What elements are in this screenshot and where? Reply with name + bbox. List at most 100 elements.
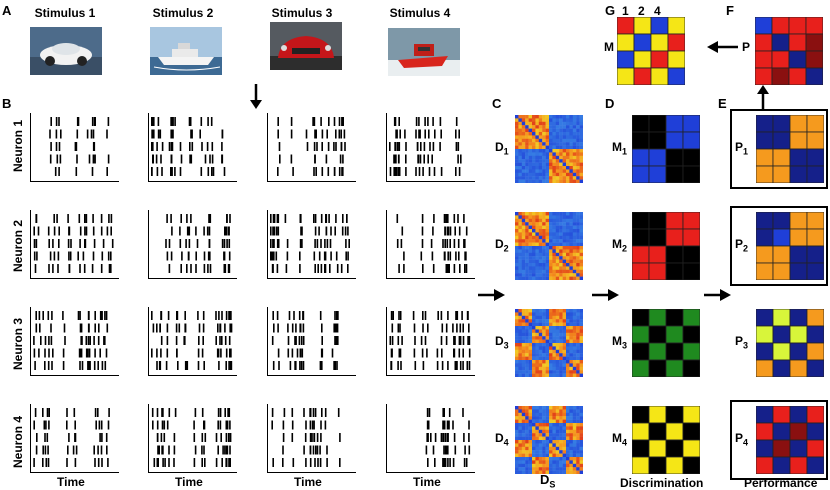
heatmap-cell (576, 155, 580, 160)
spike-mark (443, 408, 445, 417)
heatmap-cell (521, 406, 526, 410)
spike-mark (52, 239, 54, 248)
heatmap-cell (538, 356, 543, 361)
spike-mark (193, 420, 195, 430)
matrix-cell (755, 17, 773, 35)
heatmap-cell (545, 212, 550, 216)
heatmap-cell (528, 412, 533, 417)
heatmap-cell (518, 246, 522, 250)
raster-plot (33, 311, 109, 370)
heatmap-cell (579, 450, 583, 454)
heatmap-cell (566, 343, 570, 347)
spike-mark (37, 226, 40, 236)
spike-mark (108, 264, 111, 273)
heatmap-cell (552, 322, 556, 327)
heatmap-cell (562, 121, 567, 126)
spike-mark (194, 408, 197, 417)
heatmap-cell (538, 172, 543, 177)
spike-mark (229, 214, 231, 223)
heatmap-cell (532, 460, 536, 464)
spike-mark (228, 251, 231, 261)
heatmap-cell (525, 453, 529, 458)
matrix-cell (755, 50, 773, 69)
spike-mark (321, 323, 323, 333)
heatmap-cell (559, 128, 563, 133)
heatmap-cell (549, 360, 553, 364)
spike-mark (51, 311, 53, 320)
spike-mark (326, 129, 328, 139)
heatmap-cell (562, 115, 567, 119)
spike-mark (313, 214, 315, 223)
heatmap-cell (549, 419, 553, 424)
heatmap-cell (545, 443, 550, 447)
spike-mark (45, 420, 47, 430)
heatmap-cell (532, 121, 536, 126)
spike-mark (156, 458, 159, 467)
heatmap-cell (559, 336, 563, 340)
heatmap-cell (555, 179, 560, 183)
spike-mark (47, 361, 50, 370)
spike-mark (200, 117, 203, 126)
heatmap-cell (576, 118, 580, 122)
heatmap-cell (538, 446, 543, 451)
g-header-4: 4 (654, 4, 661, 18)
heatmap-cell (535, 433, 539, 437)
heatmap-cell (579, 239, 583, 243)
heatmap-cell (538, 145, 543, 150)
heatmap-cell (579, 172, 583, 177)
heatmap-cell (576, 259, 580, 264)
heatmap-cell (545, 349, 550, 354)
spike-mark (272, 311, 274, 320)
heatmap-cell (515, 353, 519, 357)
spike-mark (46, 408, 49, 417)
heatmap-cell (579, 406, 583, 410)
heatmap-cell (566, 266, 570, 270)
spike-mark (433, 167, 436, 176)
spike-mark (468, 348, 471, 358)
heatmap-cell (545, 429, 550, 434)
heatmap-cell (559, 332, 563, 337)
spike-mark (424, 129, 426, 139)
spike-mark (422, 167, 424, 176)
heatmap-cell (515, 239, 519, 243)
heatmap-cell (569, 366, 573, 371)
spike-mark (400, 239, 403, 248)
heatmap-cell (521, 128, 526, 133)
heatmap-cell (562, 346, 567, 350)
heatmap-cell (521, 453, 526, 458)
heatmap-cell (562, 152, 567, 156)
spike-mark (62, 361, 65, 370)
heatmap-cell (569, 412, 573, 417)
spike-mark (431, 251, 434, 261)
heatmap-cell (545, 246, 550, 250)
heatmap-cell (552, 179, 556, 183)
spike-mark (447, 226, 450, 236)
heatmap-cell (532, 259, 536, 264)
spike-mark (427, 433, 429, 442)
heatmap-cell (515, 339, 519, 344)
spike-mark (270, 226, 272, 236)
spike-mark (302, 311, 304, 320)
heatmap-cell (521, 460, 526, 464)
heatmap-cell (569, 118, 573, 122)
spike-mark (458, 167, 461, 176)
heatmap-cell (538, 276, 543, 280)
heatmap-cell (579, 332, 583, 337)
heatmap-cell (528, 426, 533, 430)
spike-mark (48, 348, 50, 358)
heatmap-cell (542, 121, 546, 126)
heatmap-cell (566, 149, 570, 153)
heatmap-cell (515, 149, 519, 153)
heatmap-cell (518, 149, 522, 153)
heatmap-cell (535, 467, 539, 471)
heatmap-cell (535, 332, 539, 337)
heatmap-cell (528, 222, 533, 226)
heatmap-cell (569, 276, 573, 280)
heatmap-cell (535, 232, 539, 236)
matrix-cell (771, 67, 790, 85)
heatmap-cell (518, 457, 522, 461)
heatmap-cell (559, 460, 563, 464)
heatmap-cell (545, 215, 550, 219)
heatmap-cell (518, 426, 522, 430)
